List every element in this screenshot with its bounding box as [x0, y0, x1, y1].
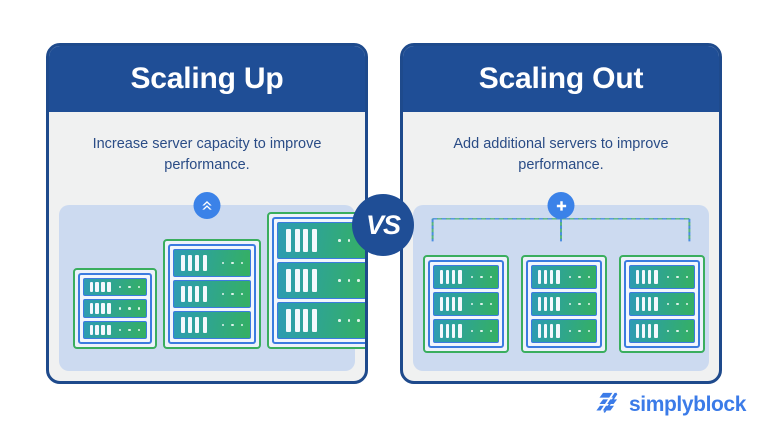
rack-unit-bars: [635, 269, 658, 285]
rack-unit-dots: [338, 279, 360, 282]
rack-unit: [277, 262, 365, 299]
rack-unit-bars: [635, 323, 658, 339]
rack-unit-bars: [537, 296, 560, 312]
brand-logo: simplyblock: [596, 389, 746, 419]
rack-unit-bars: [439, 323, 462, 339]
rack-unit-bars: [537, 269, 560, 285]
rack-unit-dots: [470, 329, 493, 333]
rack-unit-bars: [89, 281, 111, 293]
server-node-3: [619, 255, 705, 353]
rack-unit-dots: [568, 275, 591, 279]
rack-unit-dots: [338, 319, 360, 322]
server-node-1: [423, 255, 509, 353]
rack-unit-dots: [221, 323, 244, 327]
rack-unit: [433, 292, 499, 316]
rack-unit: [173, 280, 251, 308]
panel-scaling-up: Scaling Up Increase server capacity to i…: [46, 43, 368, 384]
rack-unit-dots: [470, 275, 493, 279]
rack-unit: [277, 222, 365, 259]
rack-unit-dots: [118, 307, 141, 310]
rack-unit: [629, 265, 695, 289]
rack-unit-bars: [180, 285, 207, 303]
server-node-2: [521, 255, 607, 353]
rack-unit-dots: [221, 261, 244, 265]
rack-unit-bars: [286, 269, 317, 292]
rack-unit-dots: [118, 328, 141, 332]
rack-unit: [83, 299, 147, 318]
rack-unit-bars: [89, 303, 111, 314]
brand-wordmark: simplyblock: [629, 392, 746, 416]
rack-unit-bars: [439, 296, 462, 312]
double-chevron-up-icon: [193, 192, 221, 219]
rack-unit-bars: [537, 323, 560, 339]
panel-description-scaling-up: Increase server capacity to improve perf…: [92, 136, 322, 174]
rack-unit: [173, 311, 251, 339]
rack-unit: [531, 292, 597, 316]
rack-unit: [531, 265, 597, 289]
rack-unit: [629, 292, 695, 316]
panel-header-scaling-out: Scaling Out: [403, 46, 719, 112]
rack-unit: [277, 302, 365, 339]
versus-label: VS: [365, 209, 401, 240]
panel-scaling-out: Scaling Out Add additional servers to im…: [400, 43, 722, 384]
rack-unit-bars: [286, 229, 317, 252]
rack-unit-bars: [89, 324, 111, 336]
versus-badge: VS: [352, 194, 414, 256]
rack-unit-dots: [568, 329, 591, 333]
illustration-scaling-out: [413, 205, 709, 371]
rack-unit-bars: [180, 254, 207, 272]
rack-unit-bars: [180, 316, 207, 334]
panel-header-scaling-up: Scaling Up: [49, 46, 365, 112]
illustration-scaling-up: [59, 205, 365, 371]
panel-title-scaling-up: Scaling Up: [130, 62, 284, 95]
rack-unit-dots: [118, 285, 141, 289]
rack-unit: [173, 249, 251, 277]
rack-unit: [83, 320, 147, 339]
rack-unit: [83, 278, 147, 297]
server-rack-small: [73, 268, 157, 349]
rack-unit: [433, 265, 499, 289]
panel-title-scaling-out: Scaling Out: [478, 62, 644, 95]
rack-unit: [531, 319, 597, 343]
rack-unit-dots: [470, 302, 493, 306]
simplyblock-mark-icon: [596, 389, 621, 419]
server-rack-medium: [163, 239, 261, 349]
panel-description-scaling-out: Add additional servers to improve perfor…: [453, 136, 669, 174]
plus-icon: [547, 192, 575, 219]
rack-unit-dots: [568, 302, 591, 306]
rack-unit-bars: [286, 309, 317, 332]
panel-body-scaling-out: Add additional servers to improve perfor…: [403, 112, 719, 381]
rack-unit: [433, 319, 499, 343]
server-rack-large: [267, 212, 365, 349]
rack-unit-bars: [439, 269, 462, 285]
rack-unit-dots: [666, 329, 689, 333]
rack-unit-bars: [635, 296, 658, 312]
rack-unit-dots: [666, 302, 689, 306]
rack-unit: [629, 319, 695, 343]
rack-unit-dots: [221, 292, 244, 296]
panel-body-scaling-up: Increase server capacity to improve perf…: [49, 112, 365, 381]
rack-unit-dots: [666, 275, 689, 279]
